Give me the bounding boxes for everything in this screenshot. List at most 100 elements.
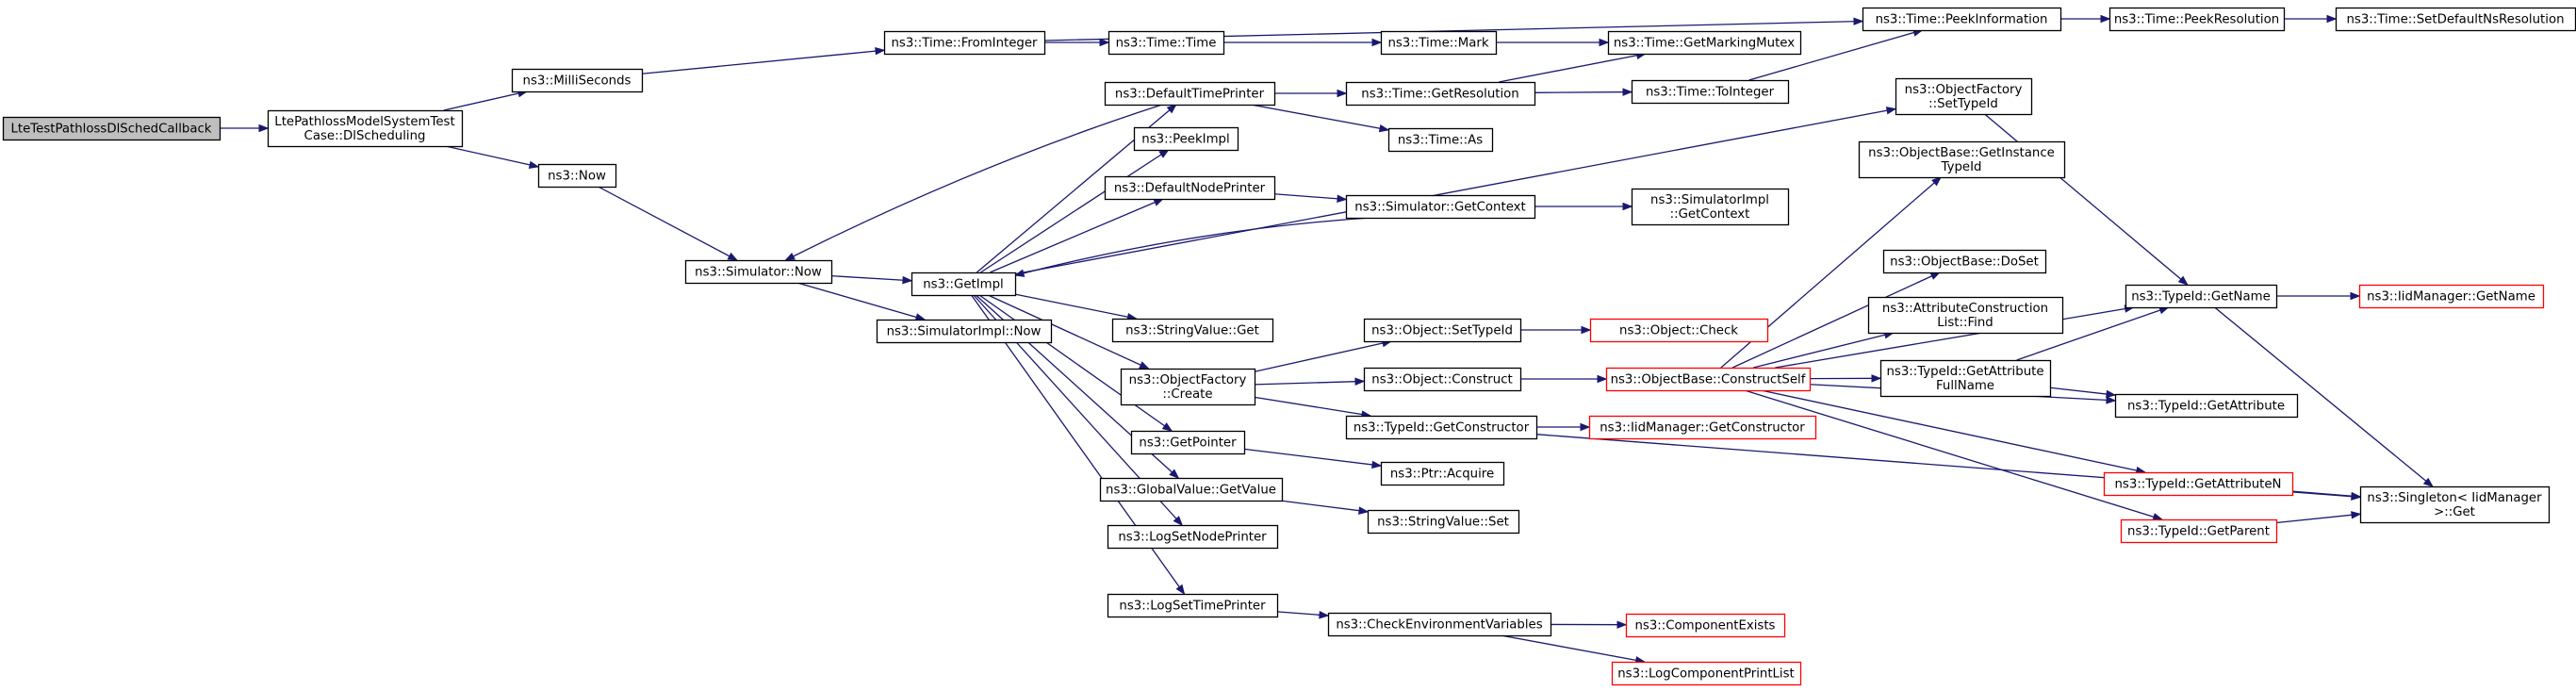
node-compexists[interactable]: ns3::ComponentExists (1625, 613, 1786, 638)
node-box-now (537, 163, 617, 189)
edge-now-to-simnow (598, 186, 738, 261)
node-simgetcontext[interactable]: ns3::Simulator::GetContext (1345, 194, 1536, 220)
node-typeidgetattr[interactable]: ns3::TypeId::GetAttribute (2114, 393, 2299, 419)
node-box-getres (1345, 81, 1536, 107)
node-box-getinstancetypeid (1858, 140, 2066, 179)
node-iidmgrgetctor[interactable]: ns3::IidManager::GetConstructor (1588, 415, 1817, 440)
node-setdefres[interactable]: ns3::Time::SetDefaultNsResolution (2335, 7, 2576, 32)
node-stringvalueset[interactable]: ns3::StringValue::Set (1367, 509, 1520, 535)
arrowhead-getimpl-to-objfactcreate (1139, 361, 1150, 370)
node-label-doset-0: ns3::ObjectBase::DoSet (1890, 255, 2039, 270)
node-box-singletonget (2359, 485, 2551, 524)
node-label-typeidgetattr-0: ns3::TypeId::GetAttribute (2127, 400, 2285, 414)
arrowhead-getpointer-to-ptracquire (1371, 460, 1383, 469)
node-objsettypeid[interactable]: ns3::Object::SetTypeId (1363, 318, 1522, 343)
node-typeidgetattrn[interactable]: ns3::TypeId::GetAttributeN (2103, 471, 2294, 497)
node-mark[interactable]: ns3::Time::Mark (1380, 30, 1498, 56)
node-box-timeas (1387, 127, 1494, 153)
node-label-dlsched-0: LtePathlossModelSystemTest (274, 115, 454, 129)
node-logsetnodeprinter[interactable]: ns3::LogSetNodePrinter (1107, 524, 1279, 550)
node-getpointer[interactable]: ns3::GetPointer (1130, 430, 1246, 455)
node-label-typeidgetctor-0: ns3::TypeId::GetConstructor (1354, 421, 1530, 436)
node-tointeger[interactable]: ns3::Time::ToInteger (1631, 79, 1790, 105)
node-simimplnow[interactable]: ns3::SimulatorImpl::Now (876, 319, 1053, 344)
node-label-mark-0: ns3::Time::Mark (1387, 37, 1488, 51)
node-box-constructself (1605, 367, 1812, 392)
node-box-objfactsettypeid (1895, 77, 2033, 116)
node-typeidgetparent[interactable]: ns3::TypeId::GetParent (2120, 518, 2278, 544)
node-box-tointeger (1631, 79, 1790, 105)
node-globalgetvalue[interactable]: ns3::GlobalValue::GetValue (1099, 477, 1284, 502)
node-label-typeidgetparent-0: ns3::TypeId::GetParent (2127, 525, 2270, 539)
edge-typeidgetparent-to-singletonget (2275, 513, 2361, 524)
arrowhead-root-to-dlsched (258, 123, 270, 133)
edge-defnodeprinter-to-simgetcontext (1273, 193, 1347, 201)
node-box-stringvalueget (1111, 318, 1274, 343)
node-iidmgrgetname[interactable]: ns3::IidManager::GetName (2358, 284, 2545, 309)
node-label-getattrfullname-0: ns3::TypeId::GetAttribute (1886, 365, 2043, 379)
node-logcompprint[interactable]: ns3::LogComponentPrintList (1611, 661, 1802, 686)
node-label-getpointer-0: ns3::GetPointer (1139, 436, 1237, 451)
arrowhead-getimpl-to-globalgetvalue (1169, 469, 1180, 479)
node-stringvalueget[interactable]: ns3::StringValue::Get (1111, 318, 1274, 343)
node-objconstruct[interactable]: ns3::Object::Construct (1363, 367, 1522, 392)
edge-dlsched-to-millisec (443, 90, 528, 111)
node-time[interactable]: ns3::Time::Time (1108, 30, 1225, 56)
node-frominteger[interactable]: ns3::Time::FromInteger (883, 30, 1046, 56)
edge-getattrfullname-to-typeidgetattr (2049, 387, 2116, 396)
arrowhead-getimpl-to-peekimpl (1158, 149, 1170, 158)
node-millisec[interactable]: ns3::MilliSeconds (511, 68, 644, 93)
node-objfactcreate[interactable]: ns3::ObjectFactory::Create (1120, 368, 1256, 406)
arrowhead-time-to-mark (1371, 38, 1383, 47)
node-label-getinstancetypeid-0: ns3::ObjectBase::GetInstance (1868, 146, 2055, 160)
node-now[interactable]: ns3::Now (537, 163, 617, 189)
node-simnow[interactable]: ns3::Simulator::Now (684, 259, 833, 285)
arrowhead-typeidgetparent-to-singletonget (2351, 511, 2362, 519)
arrowhead-getimpl-to-logsetnodeprinter (1173, 516, 1184, 527)
node-objcheck[interactable]: ns3::Object::Check (1589, 318, 1769, 343)
node-label-defnodeprinter-0: ns3::DefaultNodePrinter (1114, 182, 1266, 196)
node-box-typeidgetname (2125, 284, 2278, 309)
node-typeidgetctor[interactable]: ns3::TypeId::GetConstructor (1345, 415, 1538, 440)
node-timeas[interactable]: ns3::Time::As (1387, 127, 1494, 153)
node-peekinfo[interactable]: ns3::Time::PeekInformation (1862, 7, 2062, 32)
node-box-root (2, 116, 222, 141)
node-label-logsettimeprinter-0: ns3::LogSetTimePrinter (1119, 600, 1266, 614)
node-constructself[interactable]: ns3::ObjectBase::ConstructSelf (1605, 367, 1812, 392)
node-doset[interactable]: ns3::ObjectBase::DoSet (1882, 249, 2047, 274)
node-dlsched[interactable]: LtePathlossModelSystemTestCase::DlSchedu… (267, 109, 464, 148)
node-singletonget[interactable]: ns3::Singleton< IidManager >::Get (2359, 485, 2551, 524)
arrowhead-constructself-to-getinstancetypeid (1931, 176, 1943, 187)
edge-objfactcreate-to-typeidgetctor (1254, 396, 1371, 417)
node-defnodeprinter[interactable]: ns3::DefaultNodePrinter (1104, 175, 1276, 201)
node-peekimpl[interactable]: ns3::PeekImpl (1133, 126, 1239, 152)
node-deftimeprinter[interactable]: ns3::DefaultTimePrinter (1104, 81, 1276, 107)
node-checkenv[interactable]: ns3::CheckEnvironmentVariables (1327, 612, 1552, 637)
edge-constructself-to-doset (1731, 271, 1941, 369)
edge-objfactsettypeid-to-typeidgetname (1984, 113, 2189, 286)
node-peekres[interactable]: ns3::Time::PeekResolution (2108, 7, 2286, 32)
node-ptracquire[interactable]: ns3::Ptr::Acquire (1380, 461, 1505, 486)
node-label-objfactsettypeid-0: ns3::ObjectFactory (1905, 83, 2023, 97)
node-getres[interactable]: ns3::Time::GetResolution (1345, 81, 1536, 107)
node-objfactsettypeid[interactable]: ns3::ObjectFactory::SetTypeId (1895, 77, 2033, 116)
edge-constructself-to-typeidgetattrn (1761, 389, 2145, 473)
node-label-objcheck-0: ns3::Object::Check (1619, 324, 1738, 338)
node-label-timeas-0: ns3::Time::As (1398, 134, 1483, 148)
edge-getres-to-markmutex (1499, 53, 1646, 83)
node-logsettimeprinter[interactable]: ns3::LogSetTimePrinter (1107, 593, 1279, 618)
arrowhead-getimpl-to-deftimeprinter (1166, 104, 1177, 114)
node-getimpl[interactable]: ns3::GetImpl (911, 271, 1017, 297)
call-edges (220, 14, 2434, 665)
arrowhead-globalgetvalue-to-stringvalueset (1358, 506, 1370, 515)
arrowhead-getimpl-to-logsettimeprinter (1175, 584, 1186, 596)
node-root[interactable]: LteTestPathlossDlSchedCallback (2, 116, 222, 141)
node-box-mark (1380, 30, 1498, 56)
node-typeidgetname[interactable]: ns3::TypeId::GetName (2125, 284, 2278, 309)
node-markmutex[interactable]: ns3::Time::GetMarkingMutex (1607, 30, 1802, 56)
node-box-doset (1882, 249, 2047, 274)
node-simimplgetcontext[interactable]: ns3::SimulatorImpl::GetContext (1631, 188, 1790, 226)
